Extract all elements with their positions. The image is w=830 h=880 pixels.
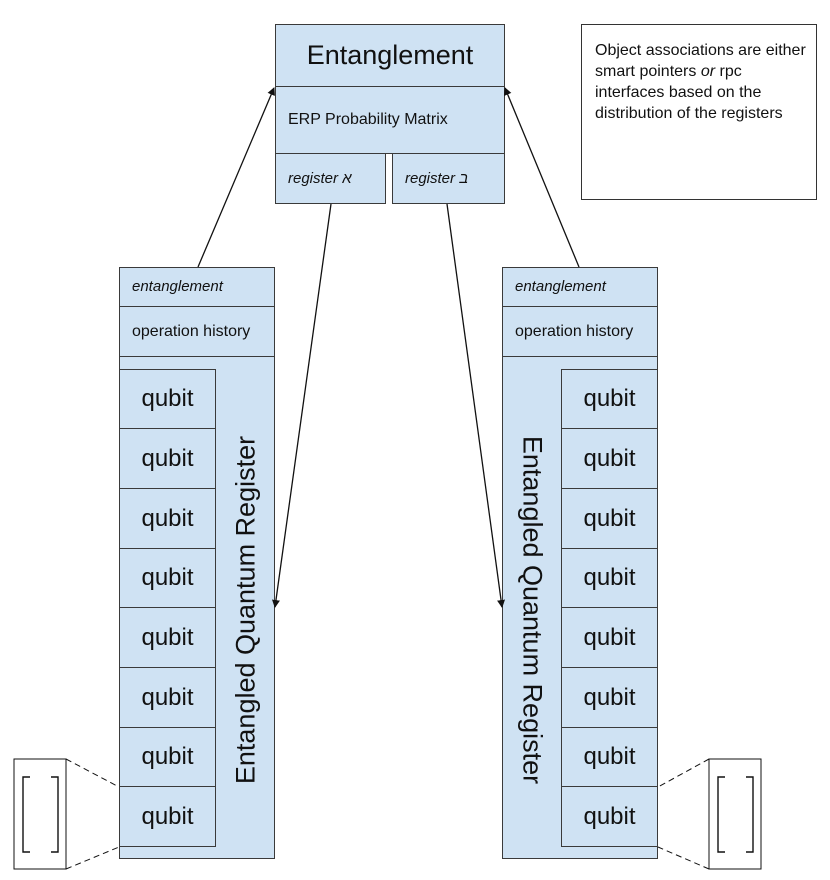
note-box: Object associations are either smart poi… bbox=[581, 24, 817, 200]
qubit-cell: qubit bbox=[119, 488, 216, 549]
qubit-cell: qubit bbox=[561, 428, 658, 489]
right-vector-right-bracket bbox=[746, 776, 754, 853]
note-text-1: Object associations are either smart poi… bbox=[595, 42, 806, 80]
qubit-cell: qubit bbox=[119, 667, 216, 728]
register-aleph-arrow bbox=[272, 203, 332, 608]
qubit-cell: qubit bbox=[561, 727, 658, 787]
left-entanglement-field: entanglement bbox=[119, 267, 275, 307]
left-operation-history-field: operation history bbox=[119, 306, 275, 357]
left-vector-left-bracket bbox=[22, 776, 30, 853]
qubit-cell: qubit bbox=[119, 607, 216, 668]
left-vector-right-bracket bbox=[51, 776, 59, 853]
right-entanglement-field: entanglement bbox=[502, 267, 658, 307]
note-text-or: or bbox=[700, 63, 716, 80]
right-register-to-entanglement-arrow bbox=[503, 87, 580, 268]
register-aleph-field: register א bbox=[275, 153, 386, 204]
qubit-cell: qubit bbox=[561, 786, 658, 847]
erp-probability-matrix-field: ERP Probability Matrix bbox=[275, 86, 505, 154]
qubit-cell: qubit bbox=[119, 428, 216, 489]
register-bet-arrow bbox=[446, 203, 506, 608]
right-vector-left-bracket bbox=[717, 776, 725, 853]
qubit-cell: qubit bbox=[119, 548, 216, 608]
qubit-cell: qubit bbox=[561, 607, 658, 668]
right-zoom-line-bottom bbox=[657, 846, 710, 870]
entanglement-title: Entanglement bbox=[275, 24, 505, 87]
qubit-cell: qubit bbox=[561, 667, 658, 728]
note-text-2: rpc interfaces based on the distribution… bbox=[595, 63, 783, 122]
qubit-cell: qubit bbox=[561, 548, 658, 608]
qubit-cell: qubit bbox=[119, 786, 216, 847]
left-register-to-entanglement-arrow bbox=[197, 87, 275, 268]
left-zoom-line-top bbox=[65, 758, 120, 788]
qubit-cell: qubit bbox=[119, 727, 216, 787]
register-bet-field: register ב bbox=[392, 153, 505, 204]
left-zoom-line-bottom bbox=[65, 846, 120, 870]
qubit-cell: qubit bbox=[119, 369, 216, 429]
right-zoom-line-top bbox=[657, 758, 710, 788]
right-operation-history-field: operation history bbox=[502, 306, 658, 357]
